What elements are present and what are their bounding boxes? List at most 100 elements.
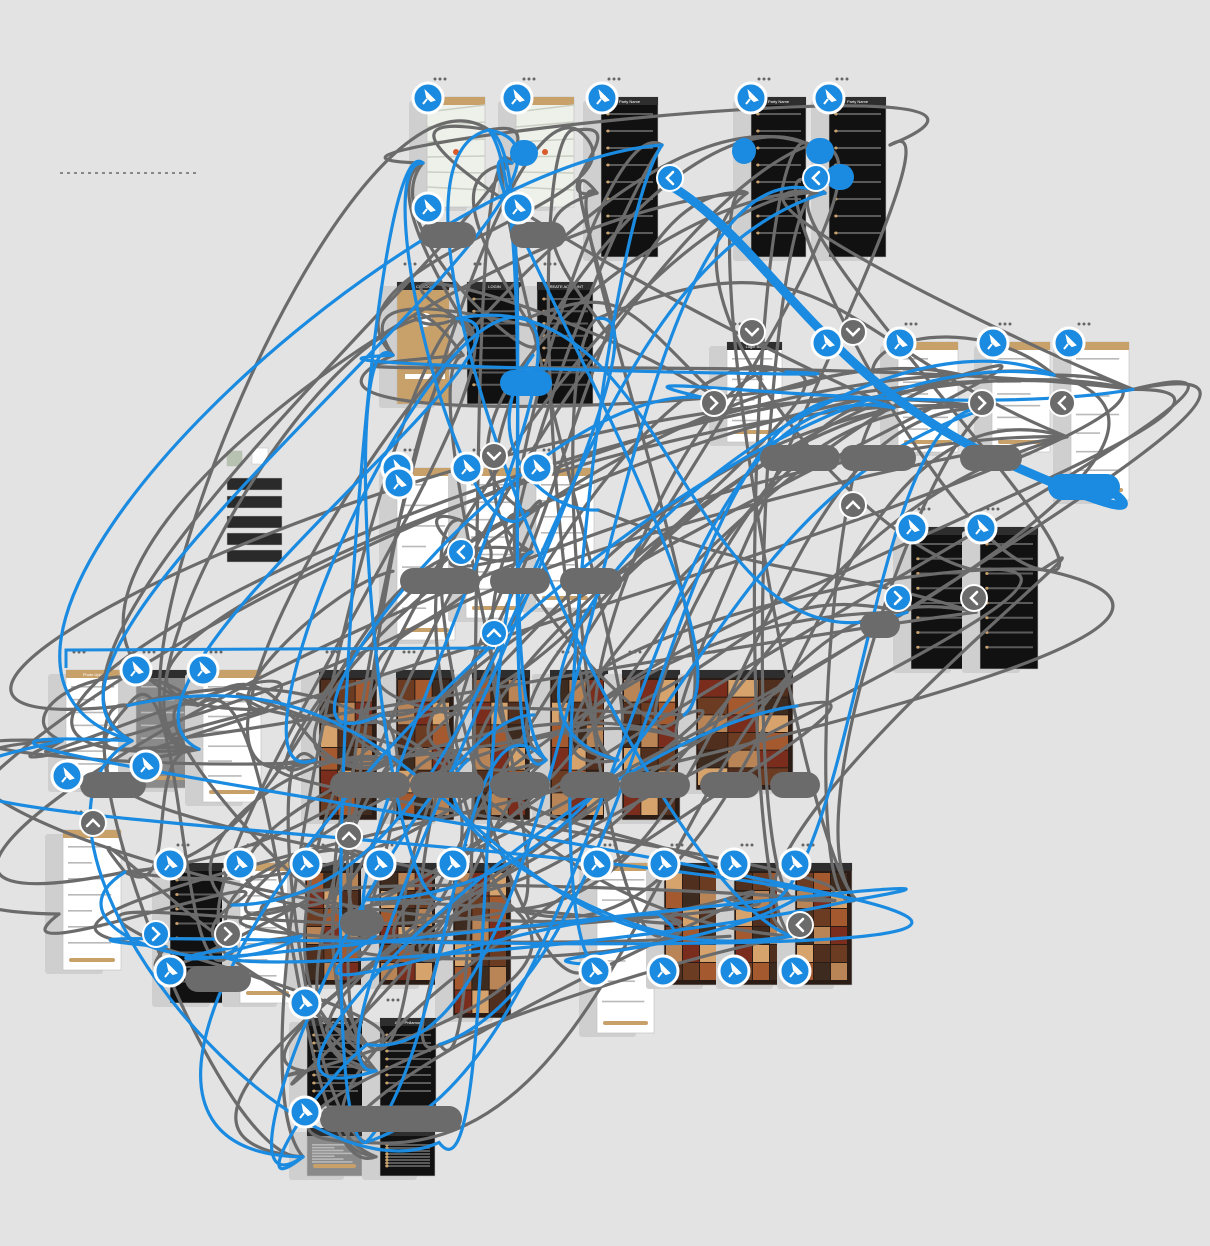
connector-wire[interactable]	[338, 159, 425, 1145]
connector-node[interactable]	[770, 772, 820, 798]
connector-wire[interactable]	[805, 191, 1062, 573]
pin-icon[interactable]	[895, 511, 929, 545]
pin-icon[interactable]	[585, 81, 619, 115]
connector-wire[interactable]	[274, 758, 836, 902]
connector-wire[interactable]	[277, 1042, 369, 1171]
connector-wire[interactable]	[653, 402, 896, 729]
chevron-right-icon[interactable]	[214, 920, 242, 948]
connector-node[interactable]	[330, 772, 410, 798]
connector-wire[interactable]	[359, 353, 820, 376]
connector-wire[interactable]	[70, 379, 1135, 753]
pin-icon[interactable]	[578, 954, 612, 988]
pin-icon[interactable]	[501, 191, 535, 225]
more-icon[interactable]	[740, 843, 754, 847]
connector-wire[interactable]	[496, 158, 700, 717]
pin-icon[interactable]	[436, 847, 470, 881]
connector-wire[interactable]	[317, 704, 799, 1080]
pin-icon[interactable]	[964, 511, 998, 545]
connector-wire[interactable]	[108, 898, 914, 949]
artboard-settings[interactable]	[45, 810, 122, 975]
pin-icon[interactable]	[580, 847, 614, 881]
connector-wire[interactable]	[297, 752, 470, 907]
connector-node[interactable]	[826, 164, 854, 190]
connector-wire[interactable]	[306, 934, 793, 1144]
connector-wire[interactable]	[350, 706, 686, 762]
connector-wire[interactable]	[99, 870, 303, 959]
connector-wire[interactable]	[42, 675, 200, 743]
pin-icon[interactable]	[288, 1095, 322, 1129]
connector-wire[interactable]	[9, 397, 990, 711]
pin-icon[interactable]	[778, 954, 812, 988]
connector-wire[interactable]	[657, 175, 1128, 510]
connector-node[interactable]	[185, 966, 251, 992]
chevron-left-icon[interactable]	[656, 164, 684, 192]
connector-node[interactable]	[490, 772, 550, 798]
connector-wire[interactable]	[166, 610, 978, 741]
pin-icon[interactable]	[288, 986, 322, 1020]
connector-node[interactable]	[760, 445, 840, 471]
connector-wire[interactable]	[356, 316, 617, 1073]
chevron-up-icon[interactable]	[335, 822, 363, 850]
chevron-right-icon[interactable]	[142, 920, 170, 948]
chevron-right-icon[interactable]	[884, 584, 912, 612]
connector-wire[interactable]	[224, 898, 858, 964]
connector-wire[interactable]	[438, 396, 896, 1046]
chevron-up-icon[interactable]	[79, 809, 107, 837]
more-icon[interactable]	[904, 322, 918, 326]
connector-node[interactable]	[700, 772, 760, 798]
chevron-left-icon[interactable]	[786, 911, 814, 939]
pin-icon[interactable]	[450, 451, 484, 485]
connector-node[interactable]	[510, 222, 566, 248]
connector-wire[interactable]	[28, 518, 493, 759]
more-icon[interactable]	[209, 650, 223, 654]
connector-wire[interactable]	[350, 912, 683, 961]
more-icon[interactable]	[757, 77, 771, 81]
pin-icon[interactable]	[812, 81, 846, 115]
connector-wire[interactable]	[455, 313, 909, 625]
connector-node[interactable]	[510, 140, 538, 166]
pin-icon[interactable]	[411, 191, 445, 225]
connector-wire[interactable]	[43, 889, 248, 935]
connector-wire[interactable]	[574, 387, 1177, 762]
connector-wire[interactable]	[58, 143, 664, 743]
more-icon[interactable]	[522, 77, 536, 81]
connector-wire[interactable]	[361, 317, 540, 938]
connector-wire[interactable]	[760, 188, 827, 902]
connector-node[interactable]	[620, 772, 690, 798]
connector-node[interactable]	[840, 445, 916, 471]
connector-wire[interactable]	[356, 713, 400, 958]
connector-node[interactable]	[860, 612, 900, 638]
connector-wire[interactable]	[284, 315, 528, 764]
connector-wire[interactable]	[446, 128, 793, 938]
more-icon[interactable]	[607, 77, 621, 81]
pin-icon[interactable]	[119, 653, 153, 687]
connector-wire[interactable]	[238, 903, 732, 944]
connector-wire[interactable]	[364, 743, 548, 1144]
connector-wire[interactable]	[340, 700, 833, 1159]
pin-icon[interactable]	[1052, 326, 1086, 360]
pin-icon[interactable]	[50, 759, 84, 793]
pin-icon[interactable]	[976, 326, 1010, 360]
connector-node[interactable]	[490, 568, 550, 594]
chevron-right-icon[interactable]	[700, 389, 728, 417]
pin-icon[interactable]	[289, 847, 323, 881]
connector-wire[interactable]	[216, 317, 477, 949]
connector-wire[interactable]	[332, 395, 725, 725]
connector-node[interactable]	[1048, 474, 1120, 500]
chevron-up-icon[interactable]	[839, 491, 867, 519]
connector-wire[interactable]	[575, 127, 600, 196]
connector-wire[interactable]	[324, 1025, 378, 1073]
more-icon[interactable]	[402, 650, 416, 654]
connector-wire[interactable]	[106, 845, 238, 949]
connector-wire[interactable]	[610, 603, 909, 717]
component-swatch-green[interactable]	[226, 450, 243, 467]
connector-wire[interactable]	[43, 679, 284, 754]
connector-node[interactable]	[420, 222, 476, 248]
connector-node[interactable]	[560, 772, 620, 798]
connector-node[interactable]	[410, 772, 484, 798]
connector-node[interactable]	[960, 445, 1022, 471]
connector-wire[interactable]	[101, 128, 520, 743]
connector-wire[interactable]	[439, 518, 595, 975]
pin-icon[interactable]	[810, 326, 844, 360]
pin-icon[interactable]	[153, 954, 187, 988]
